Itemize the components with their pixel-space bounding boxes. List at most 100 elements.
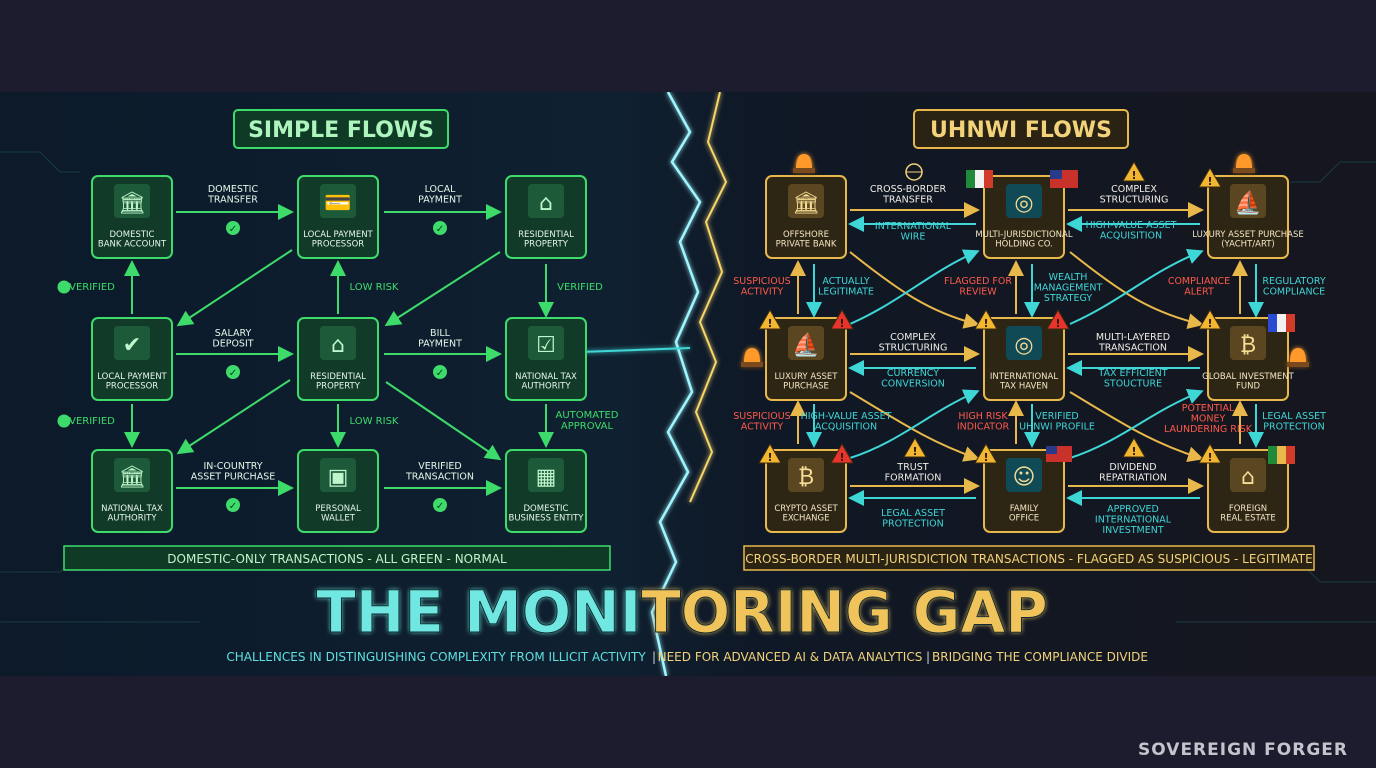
flag-icon [1268,314,1295,332]
flag-icon [966,170,993,188]
check-icon: ✓ [433,221,447,235]
flow-arrow [384,251,501,327]
subhead-2: NEED FOR ADVANCED AI & DATA ANALYTICS [658,650,923,664]
subhead-divider-2: | [926,650,930,664]
flow-arrow [1069,391,1204,462]
flow-label: VERIFIED [69,416,115,427]
svg-text:✓: ✓ [436,501,444,512]
warning-icon: ! [1046,309,1070,330]
flow-arrow [1069,249,1204,325]
house-icon: ⌂ [1241,465,1255,490]
svg-text:✓: ✓ [436,368,444,379]
svg-text:✓: ✓ [229,501,237,512]
flow-arrow [849,251,980,329]
warning-icon: ! [758,309,782,330]
watermark: SOVEREIGN FORGER [1138,740,1348,760]
svg-text:!: ! [1207,317,1212,330]
flow-arrow [1069,251,1204,329]
circuit-decoration [0,151,1376,623]
flag-icon [1268,446,1295,464]
svg-text:!: ! [983,451,988,464]
building-icon: ▦ [536,465,557,490]
warning-icon: ! [974,309,998,330]
alarm-light-icon [741,348,763,367]
left-footer-banner: DOMESTIC-ONLY TRANSACTIONS - ALL GREEN -… [63,545,611,571]
payment-card-icon: 💳 [324,191,351,216]
warning-icon: ! [903,437,927,458]
headline: THE MONITORING GAP [316,578,1049,647]
node-m3[interactable]: ⛵LUXURY ASSET PURCHASE(YACHT/ART) [1192,175,1304,259]
left-footer-text: DOMESTIC-ONLY TRANSACTIONS - ALL GREEN -… [167,552,507,566]
warning-icon: ! [758,443,782,464]
flow-label: LOW RISK [350,416,399,427]
svg-text:✓: ✓ [229,368,237,379]
check-icon: ✓ [226,498,240,512]
right-flow-arrows [790,202,1264,506]
flow-arrow [385,381,502,461]
subhead-1: CHALLENCES IN DISTINGUISHING COMPLEXITY … [226,650,646,664]
warning-icon: ! [830,309,854,330]
globe-icon: ◎ [1014,333,1033,358]
right-footer-banner: CROSS-BORDER MULTI-JURISDICTION TRANSACT… [743,545,1315,571]
wallet-icon: ▣ [328,465,349,490]
subhead-divider-1: | [652,650,656,664]
svg-text:✓: ✓ [436,224,444,235]
svg-text:!: ! [839,317,844,330]
svg-text:!: ! [983,317,988,330]
warning-icon: ! [1122,161,1146,182]
simple-flows-title: SIMPLE FLOWS [233,109,449,149]
svg-text:!: ! [767,317,772,330]
headline-part1: THE MONI [316,578,641,646]
bank-icon: 🏛 [792,191,820,216]
warning-icon: ! [1198,443,1222,464]
right-footer-text: CROSS-BORDER MULTI-JURISDICTION TRANSACT… [745,552,1312,566]
